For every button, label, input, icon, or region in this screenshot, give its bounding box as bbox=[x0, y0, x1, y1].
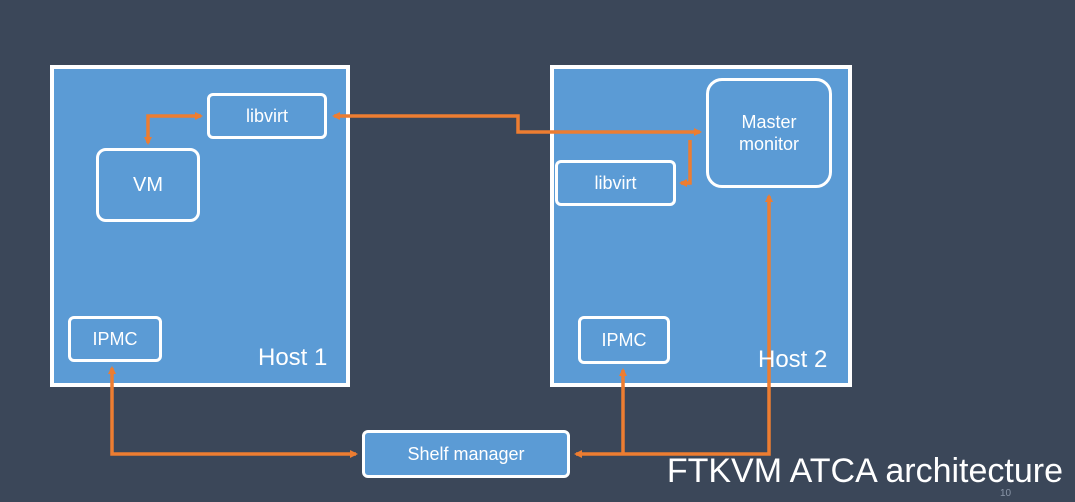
master-monitor-box: Master monitor bbox=[706, 78, 832, 188]
host1-libvirt-box: libvirt bbox=[207, 93, 327, 139]
slide-title: FTKVM ATCA architecture bbox=[666, 452, 1063, 490]
host2-libvirt-box: libvirt bbox=[555, 160, 676, 206]
host1-label: Host 1 bbox=[258, 344, 328, 371]
shelf-manager-box: Shelf manager bbox=[362, 430, 570, 478]
host1-ipmc-box: IPMC bbox=[68, 316, 162, 362]
host2-ipmc-box: IPMC bbox=[578, 316, 670, 364]
page-number: 10 bbox=[1000, 488, 1012, 499]
host2-label: Host 2 bbox=[758, 346, 828, 373]
vm-box: VM bbox=[96, 148, 200, 222]
